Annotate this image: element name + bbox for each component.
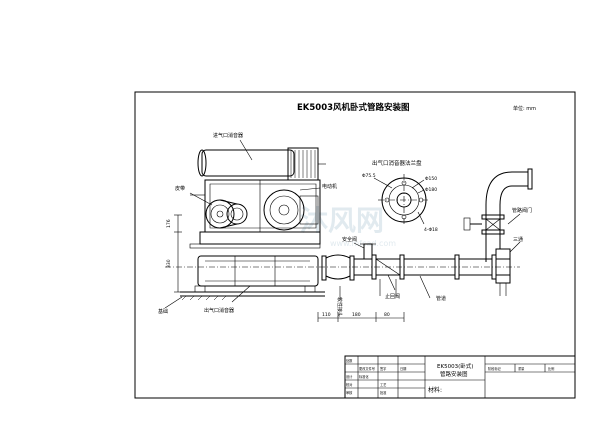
- dim-v2: 330: [166, 259, 172, 268]
- title-block-name-1: EK5003(卧式): [437, 362, 473, 370]
- dim-h1: 110: [322, 312, 331, 318]
- tb-cell-6: 校对: [346, 382, 353, 387]
- dim-v1: 176: [166, 219, 172, 228]
- label-pipe: 管道: [436, 295, 446, 302]
- safety-valve: [360, 243, 376, 260]
- tb-cell-4: 设计: [346, 374, 353, 379]
- flange-detail: [373, 174, 430, 226]
- unit-label: 单位: mm: [513, 105, 536, 112]
- tb-right-2: 比例: [548, 366, 554, 371]
- vertical-riser: [463, 168, 533, 284]
- motor: [263, 189, 319, 231]
- horizontal-dimensions: [317, 312, 405, 322]
- title-block-material: 材料:: [428, 386, 442, 394]
- tb-right-1: 重量: [518, 366, 525, 371]
- tb-cell-5: 标准化: [359, 374, 369, 379]
- tb-cell-3: 日期: [400, 366, 406, 371]
- label-flex-joint: 软性接头: [336, 297, 343, 317]
- flexible-joint: [321, 254, 355, 281]
- label-base-silencer: 出气口消音器: [204, 307, 234, 314]
- tb-cell-8: 工艺: [380, 382, 386, 387]
- flange-d1: Φ75.5: [362, 173, 376, 179]
- label-foundation: 基础: [158, 308, 168, 315]
- tb-cell-1: 更改文件号: [359, 366, 375, 371]
- inlet-silencer: [197, 147, 326, 181]
- label-motor: 电动机: [322, 183, 337, 190]
- flange-bolts: 4-Φ18: [424, 227, 438, 233]
- belt-pulley: [205, 199, 248, 229]
- dim-h3: 80: [384, 312, 390, 318]
- blower-base: [180, 231, 325, 297]
- pipe-supports: [379, 279, 507, 296]
- title-block-name-2: 管路安装图: [440, 370, 468, 378]
- tb-cell-0: 处数: [346, 358, 353, 363]
- label-check-valve: 止回阀: [385, 293, 400, 300]
- label-tee: 三通: [513, 236, 523, 243]
- vertical-dimensions: [174, 214, 182, 293]
- tb-right-0: 阶段标记: [488, 366, 502, 371]
- flange-d2: Φ150: [425, 176, 437, 182]
- foundation: [181, 295, 227, 301]
- label-belt: 皮带: [175, 185, 185, 192]
- title-block: [344, 355, 576, 399]
- label-inlet-silencer: 进气口消音器: [213, 132, 243, 139]
- dim-h2: 180: [352, 312, 361, 318]
- label-gate-valve: 管路阀门: [512, 207, 532, 214]
- label-safety-valve: 安全阀: [342, 236, 357, 243]
- tb-cell-9: 批准: [380, 390, 387, 395]
- drawing-title: EK5003风机卧式管路安装图: [297, 102, 410, 113]
- tb-cell-7: 审核: [346, 390, 353, 395]
- flange-d3: Φ180: [425, 187, 437, 193]
- label-flange-title: 出气口消音器法兰盘: [372, 159, 422, 167]
- svg-text:www.mfcad.com: www.mfcad.com: [330, 239, 396, 248]
- tb-cell-2: 签字: [380, 366, 386, 371]
